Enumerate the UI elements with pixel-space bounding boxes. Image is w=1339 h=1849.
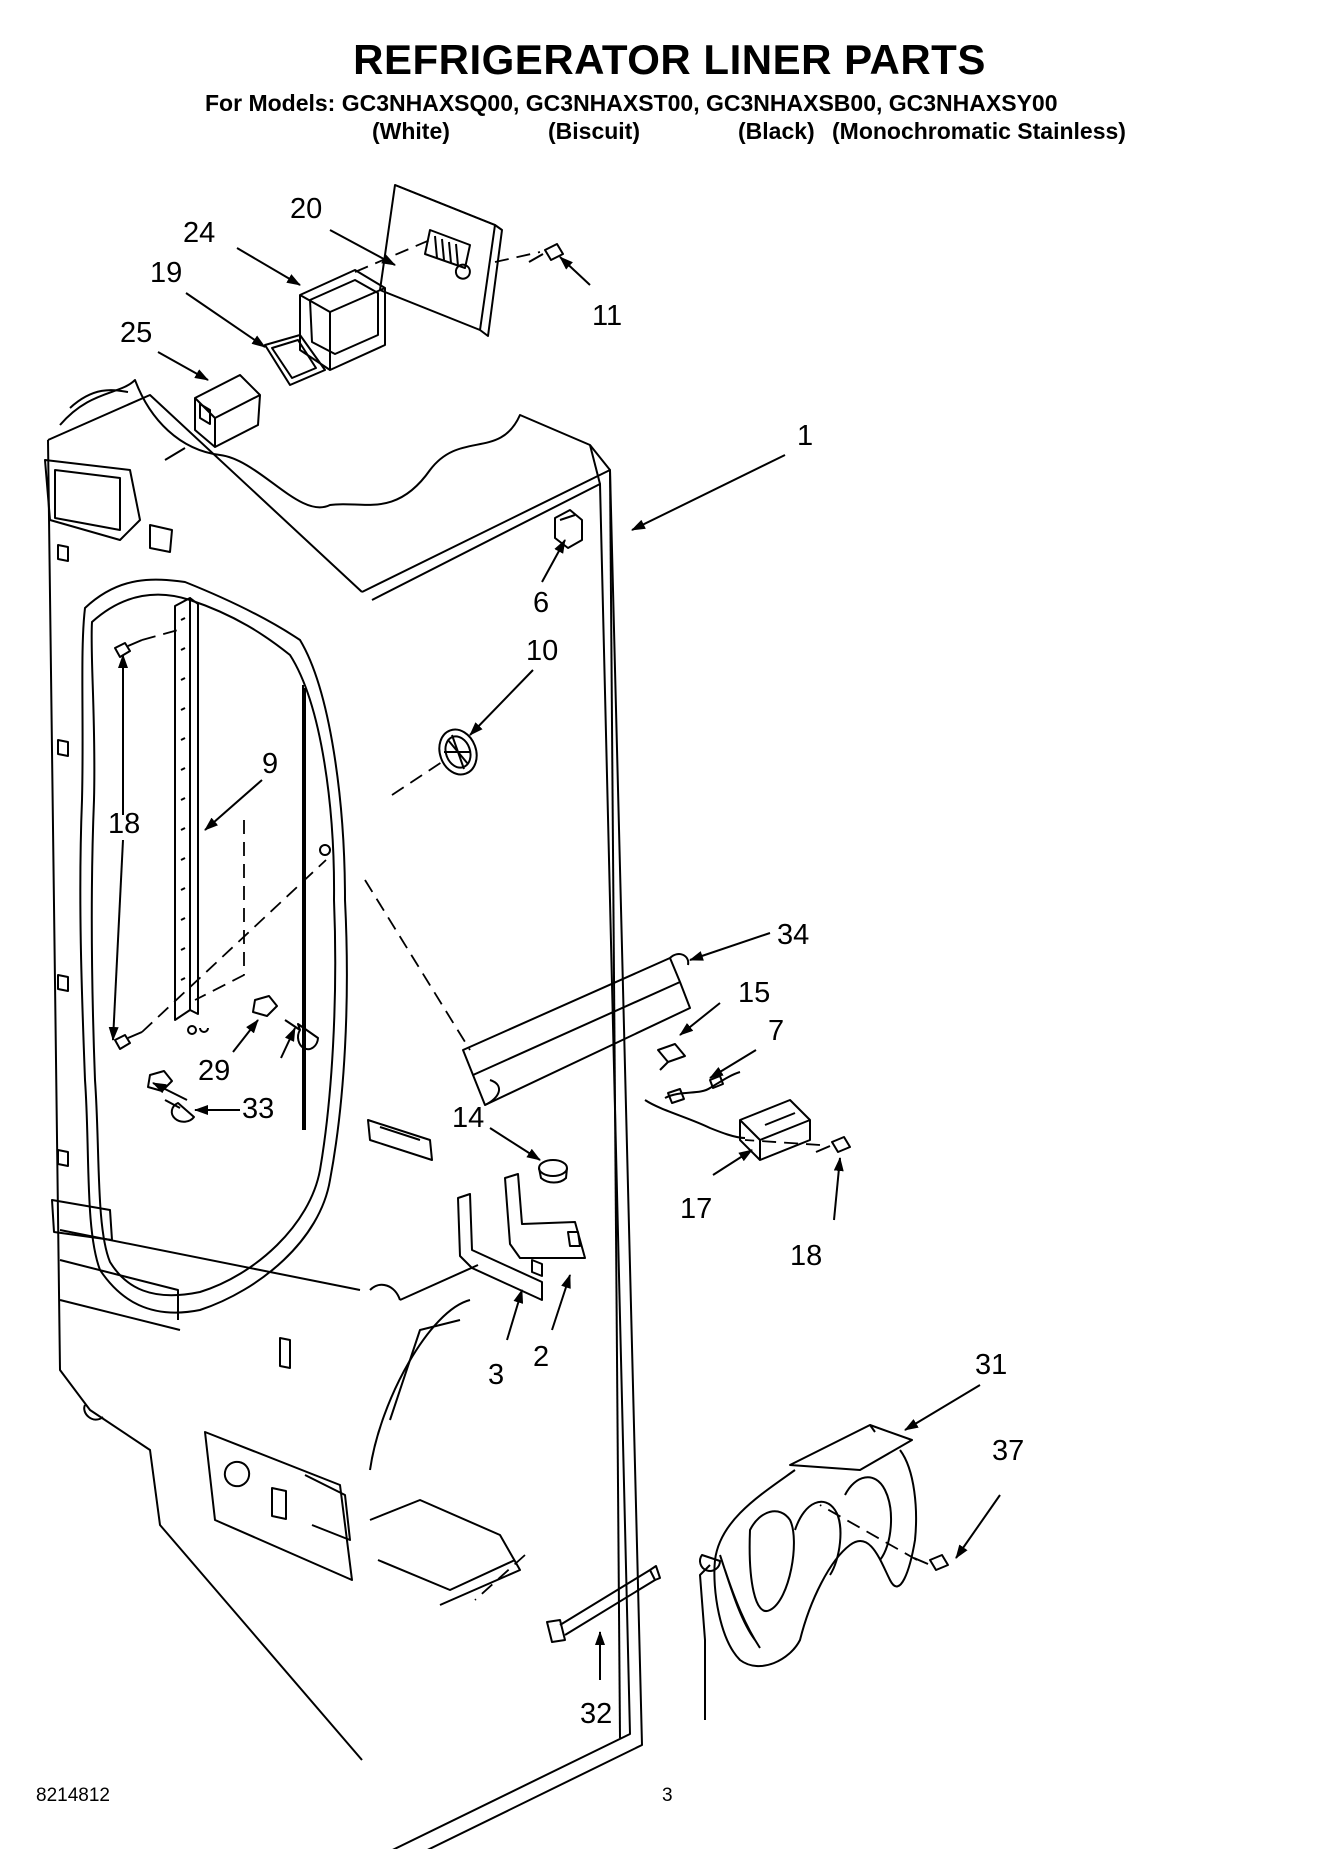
callout-37: 37 [992,1435,1024,1467]
part-15-clip [657,1043,686,1071]
callout-3: 3 [488,1359,504,1391]
callout-18-lower: 18 [790,1240,822,1272]
callout-14: 14 [452,1102,484,1134]
part-18-screw-upper [114,639,143,1050]
variant-monochromatic-stainless: (Monochromatic Stainless) [832,118,1126,144]
variant-white: (White) [372,118,450,144]
part-9-shelf-ladder [174,597,306,1130]
part-3-bracket [457,1193,543,1301]
callout-24: 24 [183,217,215,249]
callout-7: 7 [768,1015,784,1047]
part-2-bracket [504,1173,586,1259]
liner-cabinet [44,379,643,1849]
part-34-crossbar [462,953,691,1106]
part-7-connector [644,1071,746,1139]
part-33-light-bulb [164,1019,319,1123]
callout-32: 32 [580,1698,612,1730]
variant-biscuit: (Biscuit) [548,118,640,144]
callout-33: 33 [242,1093,274,1125]
part-11-screw [528,243,564,263]
part-10-disc [438,728,478,776]
callout-17: 17 [680,1193,712,1225]
callout-10: 10 [526,635,558,667]
callout-6: 6 [533,587,549,619]
part-20-bracket [379,184,503,337]
part-18-screw-lower [815,1136,851,1153]
part-6-clip [554,509,583,549]
part-32-cable-tie [546,1565,661,1643]
callout-25: 25 [120,317,152,349]
part-31-heater [699,1424,918,1720]
models-line: For Models: GC3NHAXSQ00, GC3NHAXST00, GC… [205,90,1058,116]
part-29-light-socket [147,995,278,1092]
callout-20: 20 [290,193,322,225]
part-37-screw [913,1554,949,1571]
callout-18-upper: 18 [108,808,140,840]
part-17-switch [739,1099,811,1161]
callout-34: 34 [777,919,809,951]
callout-2: 2 [533,1341,549,1373]
variant-black: (Black) [738,118,815,144]
part-14-plug [538,1159,568,1184]
callout-1: 1 [797,420,813,452]
document-number: 8214812 [36,1785,110,1806]
part-24-housing [299,269,386,371]
callout-15: 15 [738,977,770,1009]
callout-19: 19 [150,257,182,289]
part-19-gasket [264,334,326,386]
cutaway-wall [79,578,348,1314]
callout-labels: 20 24 19 25 11 1 6 10 9 18 34 15 7 14 17… [108,193,1024,1730]
page-title: REFRIGERATOR LINER PARTS [353,36,986,83]
callout-9: 9 [262,748,278,780]
callout-29: 29 [198,1055,230,1087]
callout-11: 11 [592,300,622,332]
callout-arrows [108,229,1001,1680]
callout-31: 31 [975,1349,1007,1381]
page-number: 3 [662,1785,673,1806]
part-25-switch [164,374,261,461]
